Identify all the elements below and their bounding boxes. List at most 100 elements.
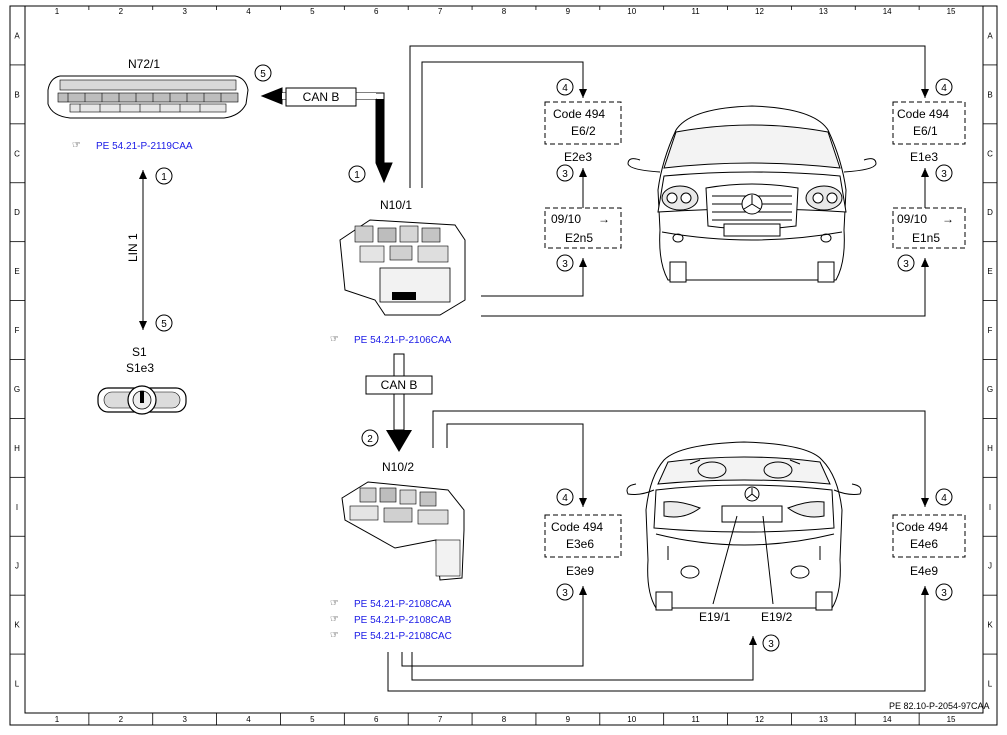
code494-e6-2-line2: E6/2	[571, 124, 596, 138]
reference-hand-icon: ☞	[330, 598, 339, 609]
n72-1-reference-link[interactable]: PE 54.21-P-2119CAA	[96, 141, 193, 152]
code494-e6-1-line1: Code 494	[897, 107, 949, 121]
grid-column-label: 13	[819, 715, 828, 724]
n72-1-label: N72/1	[128, 57, 160, 71]
grid-row-label: D	[14, 208, 20, 217]
grid-column-label: 13	[819, 7, 828, 16]
n10-1-module-image	[339, 219, 466, 316]
grid-row-label: G	[987, 385, 993, 394]
grid-row-label: I	[16, 503, 18, 512]
svg-text:5: 5	[161, 319, 167, 330]
can-b-label-top: CAN B	[303, 90, 340, 104]
callout-3-e4e9	[935, 583, 953, 601]
overhead-control-panel-image	[47, 75, 249, 119]
n10-2-module-image	[341, 481, 465, 581]
grid-column-label: 8	[502, 7, 507, 16]
n10-2-label: N10/2	[382, 460, 414, 474]
grid-row-label: A	[987, 31, 993, 40]
can-b-bus-mid	[365, 353, 433, 452]
grid-column-label: 8	[502, 715, 507, 724]
svg-text:3: 3	[562, 588, 568, 599]
reference-hand-icon: ☞	[330, 334, 339, 345]
arrow-right-icon: →	[942, 212, 954, 226]
grid-column-label: 4	[246, 7, 251, 16]
grid-row-label: C	[987, 149, 993, 158]
code494-e6-2-line1: Code 494	[553, 107, 605, 121]
grid-column-label: 11	[691, 715, 700, 724]
s1e3-label: S1e3	[126, 361, 154, 375]
n10-2-reference-link-a[interactable]: PE 54.21-P-2108CAA	[354, 599, 452, 610]
callout-5-top	[254, 64, 272, 82]
callout-3-e2n5	[556, 254, 574, 272]
n10-1-reference-link[interactable]: PE 54.21-P-2106CAA	[354, 335, 452, 346]
callout-3-e2e3	[556, 164, 574, 182]
grid-column-label: 6	[374, 7, 379, 16]
reference-hand-icon: ☞	[72, 140, 81, 151]
grid-column-label: 11	[691, 7, 700, 16]
callout-4-e3e6	[556, 488, 574, 506]
grid-row-label: E	[14, 267, 19, 276]
svg-text:4: 4	[562, 493, 568, 504]
grid-row-label: B	[987, 90, 992, 99]
code494-e4e6-line1: Code 494	[896, 520, 948, 534]
grid-column-label: 1	[55, 715, 60, 724]
grid-row-label: H	[14, 444, 20, 453]
code494-e3e6-line2: E3e6	[566, 537, 594, 551]
grid-row-label: B	[14, 90, 19, 99]
reference-hand-icon: ☞	[330, 614, 339, 625]
callout-3-e19	[762, 634, 780, 652]
grid-column-label: 15	[947, 7, 956, 16]
s1-label: S1	[132, 345, 147, 359]
grid-column-label: 15	[947, 715, 956, 724]
grid-row-label: F	[988, 326, 993, 335]
grid-row-label: E	[987, 267, 992, 276]
grid-row-label: K	[14, 621, 20, 630]
grid-column-label: 3	[182, 715, 187, 724]
svg-text:2: 2	[367, 434, 373, 445]
e1e3-label: E1e3	[910, 150, 938, 164]
svg-text:1: 1	[354, 170, 360, 181]
grid-row-label: J	[15, 562, 19, 571]
svg-text:3: 3	[941, 588, 947, 599]
n10-1-label: N10/1	[380, 198, 412, 212]
front-signal-lines	[409, 45, 929, 317]
reference-hand-icon: ☞	[330, 630, 339, 641]
grid-row-label: H	[987, 444, 993, 453]
n10-2-reference-link-c[interactable]: PE 54.21-P-2108CAC	[354, 631, 452, 642]
grid-column-label: 10	[627, 7, 636, 16]
can-b-label-mid: CAN B	[381, 378, 418, 392]
n10-2-reference-link-b[interactable]: PE 54.21-P-2108CAB	[354, 615, 452, 626]
grid-column-label: 2	[119, 7, 124, 16]
grid-column-label: 5	[310, 715, 315, 724]
svg-text:3: 3	[768, 639, 774, 650]
callout-3-e3e9	[556, 583, 574, 601]
car-rear-view-image	[626, 441, 862, 611]
svg-text:3: 3	[562, 259, 568, 270]
grid-row-label: F	[15, 326, 20, 335]
callout-3-e1e3	[935, 164, 953, 182]
grid-row-label: J	[988, 562, 992, 571]
grid-column-label: 14	[883, 715, 892, 724]
svg-text:3: 3	[562, 169, 568, 180]
date-e1n5-line2: E1n5	[912, 231, 940, 245]
footer-document-reference: PE 82.10-P-2054-97CAA	[889, 701, 990, 711]
grid-row-label: C	[14, 149, 20, 158]
light-switch-image	[97, 385, 187, 415]
car-front-view-image	[627, 105, 877, 283]
date-e2n5-line1: 09/10	[551, 212, 581, 226]
grid-column-label: 5	[310, 7, 315, 16]
svg-text:3: 3	[903, 259, 909, 270]
svg-text:1: 1	[161, 172, 167, 183]
code494-e6-1-line2: E6/1	[913, 124, 938, 138]
grid-column-label: 7	[438, 715, 443, 724]
grid-row-label: D	[987, 208, 993, 217]
grid-column-label: 9	[566, 715, 571, 724]
svg-text:4: 4	[941, 83, 947, 94]
callout-4-e6-2	[556, 78, 574, 96]
svg-text:4: 4	[941, 493, 947, 504]
